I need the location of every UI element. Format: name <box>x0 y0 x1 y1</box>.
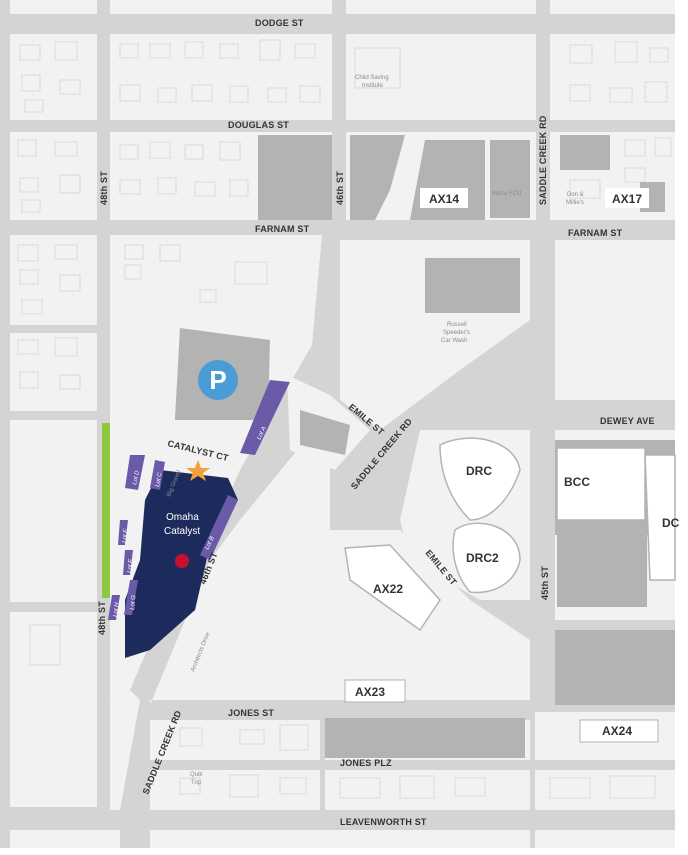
block <box>10 34 97 120</box>
house-outlines <box>17 39 672 799</box>
block <box>110 34 332 120</box>
block <box>150 770 320 810</box>
street-leavenworth: LEAVENWORTH ST <box>340 817 427 827</box>
building-dc: DC <box>662 516 680 530</box>
building-boxes <box>344 188 659 743</box>
lot-a: Lot A <box>256 426 267 441</box>
street-45th: 45th ST <box>540 566 550 600</box>
building-drc: DRC <box>466 464 492 478</box>
lot-h: Lot H <box>113 602 121 618</box>
edge <box>675 0 688 855</box>
block <box>10 420 97 602</box>
landmark-russell-2: Speeder's <box>443 330 470 336</box>
landmark-quik-1: Quik <box>190 772 203 778</box>
green-lane <box>102 423 110 598</box>
block <box>110 690 140 810</box>
catalyst-label-1: Omaha <box>166 512 199 523</box>
block <box>555 240 675 400</box>
lot-g: Lot G <box>130 595 138 611</box>
block <box>535 770 675 810</box>
block <box>150 410 330 705</box>
street-farnam-west: FARNAM ST <box>255 224 310 234</box>
landmark-russell-3: Car Wash <box>441 338 467 344</box>
street-douglas: DOUGLAS ST <box>228 120 289 130</box>
lot-d: Lot D <box>132 469 141 485</box>
street-saddle-creek-top: SADDLE CREEK RD <box>538 115 548 205</box>
edge <box>0 848 688 855</box>
drc-buildings <box>344 437 676 632</box>
landmark-child-saving-2: Institute <box>362 83 384 89</box>
building-ax17: AX17 <box>612 192 642 206</box>
building-ax23: AX23 <box>355 685 385 699</box>
street-farnam-east: FARNAM ST <box>568 228 623 238</box>
parking-symbol: P <box>209 365 226 395</box>
street-dodge: DODGE ST <box>255 18 304 28</box>
catalyst-label-2: Catalyst <box>164 526 200 537</box>
lot-e: Lot E <box>122 528 130 544</box>
building-bcc: BCC <box>564 475 590 489</box>
building-drc2: DRC2 <box>466 551 499 565</box>
block <box>550 34 675 120</box>
landmark-dm-1: Don & <box>567 192 584 198</box>
star-icon <box>186 460 210 481</box>
street-jones-plz: JONES PLZ <box>340 758 392 768</box>
street-48th-top: 48th ST <box>99 171 109 205</box>
landmark-russell-1: Russell <box>447 322 467 328</box>
purple-lots <box>108 380 290 620</box>
building-ax22: AX22 <box>373 582 403 596</box>
block <box>346 0 536 14</box>
block <box>325 770 530 810</box>
catalyst-logo-icon <box>175 554 189 568</box>
street-dewey: DEWEY AVE <box>600 416 655 426</box>
lot-b: Lot B <box>204 536 216 551</box>
block <box>10 235 97 325</box>
street-jones: JONES ST <box>228 708 274 718</box>
parking-icon <box>198 360 238 400</box>
lot-f: Lot F <box>127 559 134 574</box>
landmark-metro-fcu: Metro FCU <box>492 191 521 197</box>
block <box>10 612 97 807</box>
block <box>10 0 97 14</box>
block <box>550 0 675 14</box>
landmark-quik-2: Trip <box>191 780 202 786</box>
block <box>110 0 332 14</box>
street-46th: 46th ST <box>335 171 345 205</box>
block <box>10 132 97 220</box>
landmark-dm-2: Millie's <box>566 200 584 206</box>
landmark-child-saving-1: Child Saving <box>355 75 389 81</box>
building-ax24: AX24 <box>602 724 632 738</box>
block <box>150 720 320 760</box>
street-48th-bottom: 48th ST <box>97 601 107 635</box>
building-ax14: AX14 <box>429 192 459 206</box>
lot-c: Lot C <box>155 472 164 488</box>
